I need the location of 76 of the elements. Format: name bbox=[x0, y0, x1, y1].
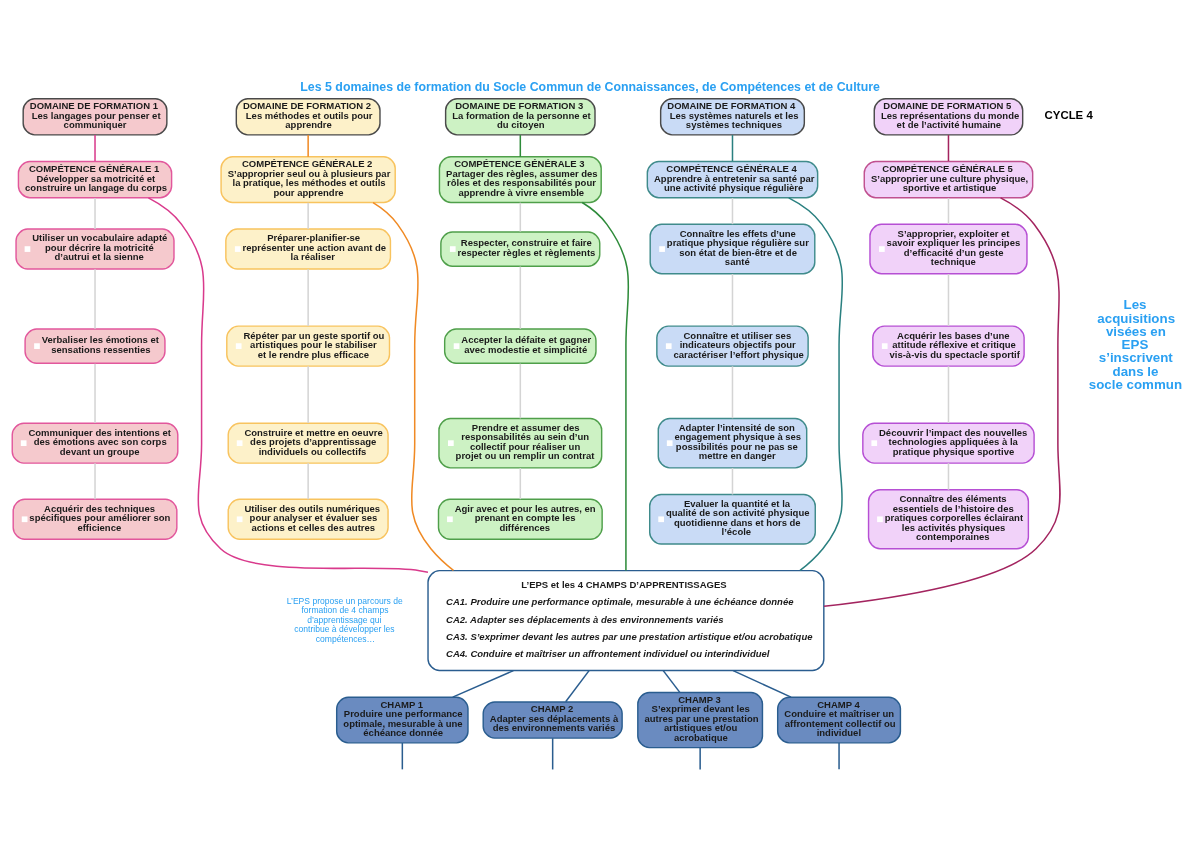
connector bbox=[451, 669, 515, 698]
connector bbox=[307, 365, 309, 424]
connector bbox=[401, 742, 404, 771]
connector bbox=[731, 273, 734, 327]
node-box: Evaluer la quantité et la qualité de son activité physique quotidienne dans et hors de l’école bbox=[649, 493, 816, 545]
node-box: DOMAINE DE FORMATION 5 Les représentations du monde et de l’activité humaine bbox=[873, 98, 1024, 136]
label: Les acquisitions visées en EPS s’inscrivent dans le socle commun bbox=[1088, 297, 1183, 393]
connector bbox=[372, 201, 455, 572]
diagram-title: Les 5 domaines de formation du Socle Commun de Connaissances, de Compétences et de Culture bbox=[300, 79, 880, 94]
node-box: Connaître et utiliser ses indicateurs objectifs pour caractériser l’effort physique bbox=[656, 325, 809, 367]
connector bbox=[519, 265, 522, 330]
connector bbox=[581, 201, 630, 572]
node-box: CHAMP 2 Adapter ses déplacements à des environnements variés bbox=[482, 701, 623, 739]
node-box: Connaître des éléments essentiels de l’histoire des pratiques corporelles éclairant les activités physiques contemporaines bbox=[867, 489, 1030, 550]
node-box: Respecter, construire et faire respecter règles et règlements bbox=[440, 231, 601, 267]
connector bbox=[307, 268, 309, 327]
connector bbox=[731, 197, 734, 225]
node-box: CHAMP 3 S’exprimer devant les autres par une prestation artistiques et/ou acrobatique bbox=[637, 691, 764, 749]
connector bbox=[947, 273, 950, 327]
connector bbox=[519, 362, 522, 420]
node-box: COMPÉTENCE GÉNÉRALE 2 S’approprier seul ou à plusieurs par la pratique, les méthodes et outils pour apprendre bbox=[220, 156, 396, 204]
node-box: CHAMP 1 Produire une performance optimale, mesurable à une échéance donnée bbox=[335, 696, 469, 744]
label: L’EPS propose un parcours de formation de 4 champs d’apprentissage qui contribue à développer les compétences… bbox=[286, 595, 403, 644]
node-box: Construire et mettre en oeuvre des projets d’apprentissage individuels ou collectifs bbox=[227, 422, 389, 464]
node-box: Acquérir des techniques spécifiques pour améliorer son efficience bbox=[12, 498, 178, 540]
node-box: Communiquer des intentions et des émotions avec son corps devant un groupe bbox=[11, 422, 179, 464]
connector bbox=[94, 268, 96, 330]
node-box: Agir avec et pour les autres, en prenant en compte les différences bbox=[437, 498, 603, 540]
node-box: DOMAINE DE FORMATION 3 La formation de la personne et du citoyen bbox=[444, 98, 596, 136]
node-box: DOMAINE DE FORMATION 1 Les langages pour penser et communiquer bbox=[22, 98, 168, 136]
node-box: DOMAINE DE FORMATION 2 Les méthodes et outils pour apprendre bbox=[235, 98, 381, 136]
node-box: Acquérir les bases d’une attitude réflexive et critique vis-à-vis du spectacle sportif bbox=[872, 325, 1025, 367]
node-box: Découvrir l’impact des nouvelles technologies appliquées à la pratique physique sportive bbox=[862, 422, 1035, 464]
node-box: Utiliser des outils numériques pour analyser et évaluer ses actions et celles des autres bbox=[227, 498, 389, 540]
node-box: Connaître les effets d’une pratique physique régulière sur son état de bien-être et de santé bbox=[649, 223, 816, 275]
connector bbox=[838, 742, 840, 771]
connector bbox=[94, 134, 96, 162]
connector bbox=[519, 467, 522, 500]
connector bbox=[662, 669, 681, 694]
connector bbox=[307, 201, 309, 230]
node-box: Adapter l’intensité de son engagement physique à ses possibilités pour ne pas se mettre en danger bbox=[657, 417, 808, 469]
node-box: DOMAINE DE FORMATION 4 Les systèmes naturels et les systèmes techniques bbox=[659, 98, 806, 136]
connector bbox=[147, 197, 429, 573]
node-box: COMPÉTENCE GÉNÉRALE 1 Développer sa motricité et construire un langage du corps bbox=[17, 160, 173, 199]
connector bbox=[947, 365, 950, 424]
connector bbox=[823, 197, 1061, 608]
connector bbox=[94, 362, 96, 424]
connector bbox=[307, 134, 309, 158]
connector bbox=[564, 669, 590, 703]
connector bbox=[787, 197, 844, 572]
connector bbox=[947, 197, 950, 225]
connector bbox=[731, 134, 734, 162]
node-box: Prendre et assumer des responsabilités au sein d’un collectif pour réaliser un projet ou un remplir un contrat bbox=[438, 417, 603, 469]
node-box: L’EPS et les 4 CHAMPS D’APPRENTISSAGES CA1. Produire une performance optimale, mesurable à une échéance donnée CA2. Adapter ses déplacements à des environnements variés CA3. S’exprimer devant les autres par une prestation artistique et/ou acrobatique CA4. Conduire et maîtriser un affrontement individuel ou interindividuel bbox=[427, 569, 825, 672]
node-box: Répéter par un geste sportif ou artistiques pour le stabiliser et le rendre plus efficace bbox=[226, 325, 391, 367]
node-box: Accepter la défaite et gagner avec modestie et simplicité bbox=[443, 328, 597, 364]
node-box: Verbaliser les émotions et sensations ressenties bbox=[24, 328, 166, 364]
connector bbox=[307, 462, 309, 501]
node-box: COMPÉTENCE GÉNÉRALE 5 S’approprier une culture physique, sportive et artistique bbox=[863, 160, 1034, 199]
node-box: Préparer-planifier-se représenter une action avant de la réaliser bbox=[225, 228, 392, 270]
node-box: CHAMP 4 Conduire et maîtriser un affrontement collectif ou individuel bbox=[776, 696, 902, 744]
connector bbox=[731, 467, 734, 496]
connector bbox=[947, 462, 950, 491]
connector bbox=[519, 201, 522, 233]
connector bbox=[94, 462, 96, 501]
node-box: COMPÉTENCE GÉNÉRALE 4 Apprendre à entretenir sa santé par une activité physique régulière bbox=[646, 160, 819, 199]
connector bbox=[699, 747, 701, 771]
connector bbox=[947, 134, 950, 162]
connector bbox=[731, 365, 734, 419]
connector bbox=[519, 134, 522, 158]
label: CYCLE 4 bbox=[1044, 108, 1093, 121]
node-box: COMPÉTENCE GÉNÉRALE 3 Partager des règles, assumer des rôles et des responsabilités pour apprendre à vivre ensemble bbox=[438, 156, 602, 204]
node-box: Utiliser un vocabulaire adapté pour décrire la motricité d’autrui et la sienne bbox=[15, 228, 175, 270]
connector bbox=[551, 737, 554, 771]
connector bbox=[94, 197, 96, 230]
node-box: S’approprier, exploiter et savoir expliquer les principes d’efficacité d’un geste technique bbox=[869, 223, 1028, 275]
